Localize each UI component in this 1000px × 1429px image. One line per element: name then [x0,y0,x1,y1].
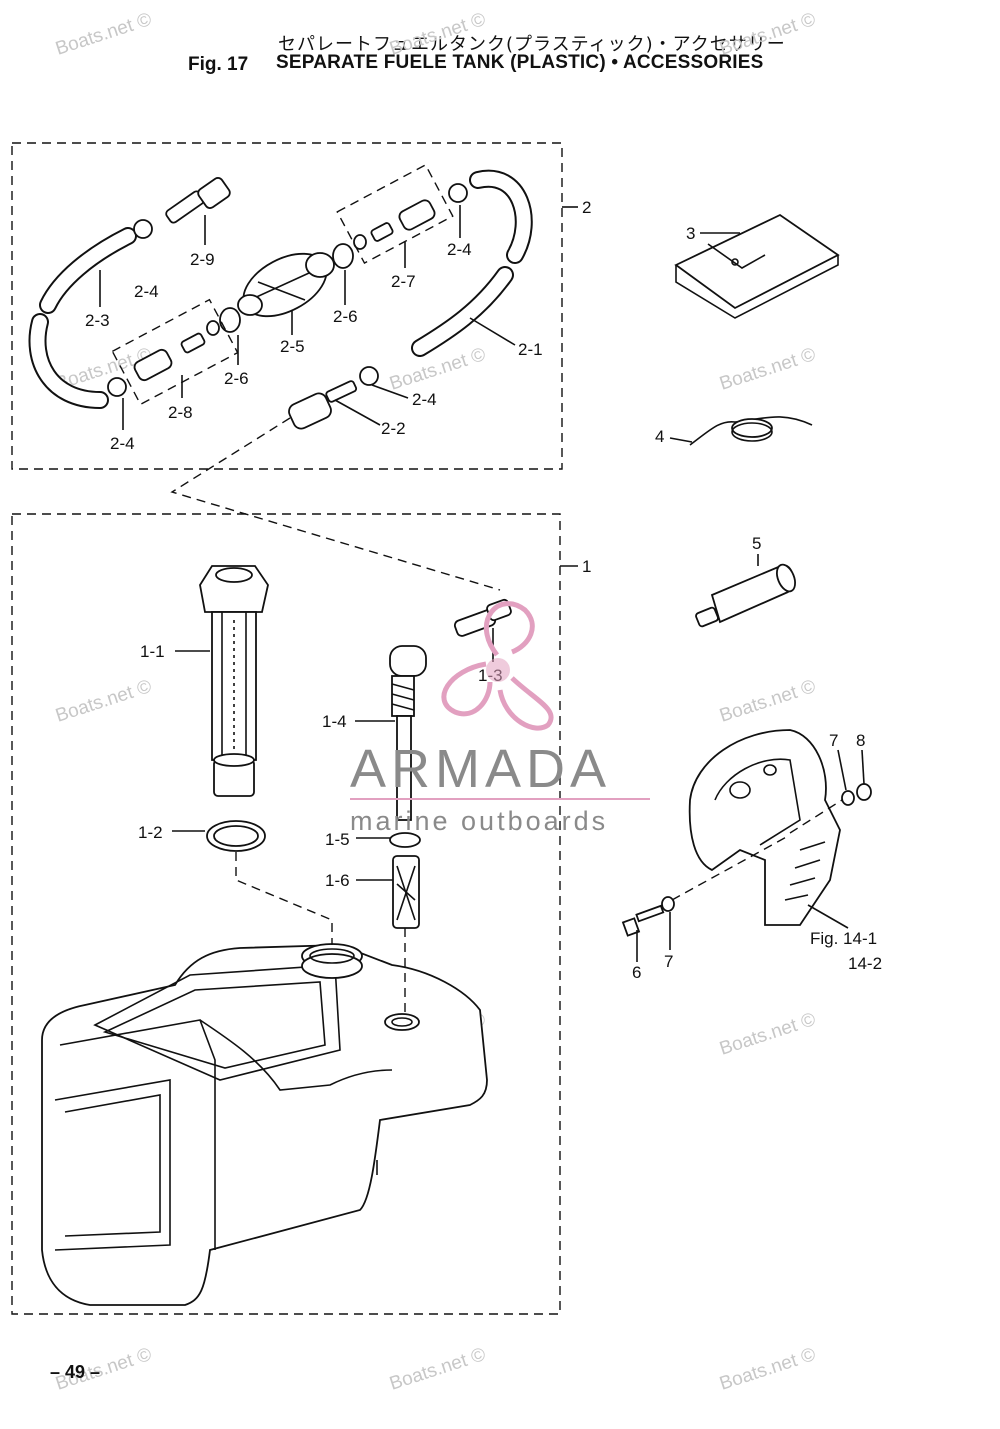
label-part-1: 1 [582,557,591,576]
title-japanese: セパレートフュエルタンク(プラスティック)・アクセサリー [278,34,786,55]
o-ring-1-2 [206,820,266,852]
watermark: Boats.net © [387,9,488,60]
armada-logo-tagline: marine outboards [350,806,609,836]
title-english: SEPARATE FUELE TANK (PLASTIC) • ACCESSOR… [276,52,764,73]
label-part-2-8: 2-8 [168,403,193,422]
leader-lines [99,205,516,430]
label-part-2-6: 2-6 [224,369,249,388]
label-part-2-4: 2-4 [412,390,437,409]
connection-line [170,417,501,591]
page-number: – 49 – [50,1362,101,1382]
fuel-line-assembly [28,163,533,430]
label-part-2-5: 2-5 [280,337,305,356]
label-part-2-4: 2-4 [134,282,159,301]
group-box-fuel-tank [11,513,561,1315]
label-part-2-1: 2-1 [518,340,543,359]
fuel-pickup-1-4 [389,645,427,821]
leader-line [861,749,865,785]
watermark: Boats.net © [717,676,818,727]
watermark: Boats.net © [717,1344,818,1395]
label-reference-sub: 14-2 [848,954,882,973]
leader-line [837,749,847,791]
washer-7 [661,896,675,912]
label-reference-figure: Fig. 14-1 [810,929,877,948]
watermark: Boats.net © [717,344,818,395]
armada-propeller-logo [441,601,554,731]
label-part-2-9: 2-9 [190,250,215,269]
label-part-5: 5 [752,534,761,553]
label-part-2-7: 2-7 [391,272,416,291]
figure-number: Fig. 17 [188,54,249,75]
fuel-gauge-1-1 [199,565,269,797]
bracket [688,729,841,926]
label-part-6: 6 [632,963,641,982]
pouch-3 [674,213,840,319]
watermark: Boats.net © [717,9,818,60]
watermark: Boats.net © [387,1344,488,1395]
label-part-1-2: 1-2 [138,823,163,842]
logo-divider [350,798,650,800]
label-part-1-4: 1-4 [322,712,347,731]
label-part-7: 7 [829,731,838,750]
filter-5 [695,563,796,628]
cord-4 [689,416,813,446]
leader-line [669,437,693,443]
bolt-6 [621,904,665,937]
washer-7 [841,790,855,806]
label-part-7: 7 [664,952,673,971]
label-part-2-6: 2-6 [333,307,358,326]
label-part-2-2: 2-2 [381,419,406,438]
label-part-4: 4 [655,427,664,446]
alignment-line [235,852,333,945]
label-part-3: 3 [686,224,695,243]
watermark: Boats.net © [53,9,154,60]
fuel-tank [41,943,488,1306]
watermark: Boats.net © [717,1009,818,1060]
filter-1-6 [392,855,420,929]
label-part-2: 2 [582,198,591,217]
label-part-1-1: 1-1 [140,642,165,661]
armada-logo-text: ARMADA [350,739,612,799]
watermark: Boats.net © [53,676,154,727]
nut-8 [856,783,872,801]
group-box-fuel-line [11,142,563,470]
label-part-1-6: 1-6 [325,871,350,890]
leader-line [807,904,849,929]
label-part-2-4: 2-4 [110,434,135,453]
o-ring-1-5 [389,832,421,848]
label-part-8: 8 [856,731,865,750]
alignment-line [671,799,843,901]
watermark: Boats.net © [387,344,488,395]
label-part-2-3: 2-3 [85,311,110,330]
label-part-2-4: 2-4 [447,240,472,259]
label-part-1-5: 1-5 [325,830,350,849]
